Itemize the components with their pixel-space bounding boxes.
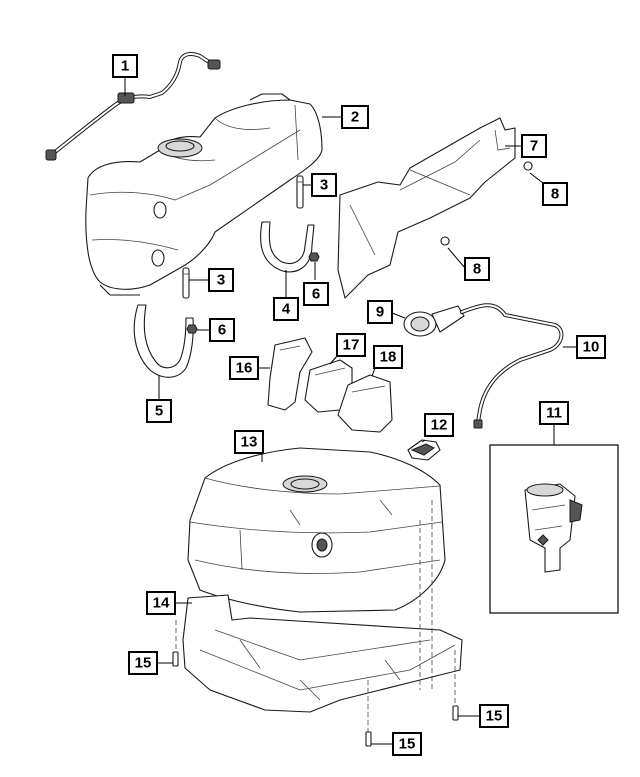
vent-hose (460, 303, 564, 429)
bolt-bottom (365, 731, 372, 747)
guide-lines (175, 500, 456, 735)
callout-5: 5 (146, 399, 172, 423)
clip-upper (523, 161, 533, 171)
leader-lines (124, 77, 577, 745)
svg-text:3: 3 (320, 177, 328, 194)
callout-3-upper: 3 (311, 173, 337, 197)
fuel-pump-module (524, 483, 583, 573)
callout-6-upper: 6 (303, 282, 329, 306)
cap (407, 439, 441, 461)
shield-18 (337, 374, 393, 433)
callout-1: 1 (112, 54, 138, 78)
clip-lower (440, 236, 450, 246)
tank-strap-upper (260, 221, 315, 273)
svg-text:15: 15 (399, 736, 416, 753)
tank-strap-lower (133, 304, 194, 378)
svg-text:12: 12 (431, 417, 448, 434)
svg-text:3: 3 (217, 272, 225, 289)
callout-2: 2 (341, 105, 369, 129)
inset-panel (489, 444, 619, 614)
stud-lower (182, 267, 190, 299)
svg-text:9: 9 (376, 304, 384, 321)
callout-15-right: 15 (479, 704, 509, 728)
stud-upper (296, 175, 304, 209)
wiring-harness (45, 52, 221, 161)
callout-11: 11 (539, 401, 569, 425)
svg-text:5: 5 (155, 403, 163, 420)
svg-text:8: 8 (473, 261, 481, 278)
callout-9: 9 (367, 300, 393, 324)
callout-4: 4 (273, 297, 299, 321)
skid-plate (182, 594, 463, 713)
svg-text:13: 13 (241, 434, 258, 451)
callout-12: 12 (424, 413, 454, 437)
callout-15-bottom: 15 (392, 732, 422, 756)
svg-text:15: 15 (135, 655, 152, 672)
callout-15-left: 15 (128, 651, 158, 675)
bolt-right (452, 705, 459, 721)
nut-lower (186, 324, 198, 334)
svg-text:11: 11 (546, 405, 562, 422)
shield-16 (267, 337, 313, 411)
callout-14: 14 (146, 591, 176, 615)
callout-8-lower: 8 (464, 257, 490, 281)
callout-8-upper: 8 (542, 182, 568, 206)
svg-text:7: 7 (530, 138, 538, 155)
svg-text:6: 6 (218, 322, 226, 339)
callout-3-lower: 3 (208, 268, 234, 292)
bolt-left (172, 651, 179, 667)
svg-text:6: 6 (312, 286, 320, 303)
svg-text:4: 4 (282, 301, 291, 318)
callout-10: 10 (576, 335, 606, 359)
svg-text:14: 14 (153, 595, 170, 612)
filler-neck (403, 305, 465, 337)
callout-6-lower: 6 (209, 318, 235, 342)
callout-13: 13 (234, 430, 264, 454)
callout-7: 7 (521, 134, 547, 158)
svg-text:15: 15 (486, 708, 503, 725)
svg-text:17: 17 (343, 337, 360, 354)
callout-18: 18 (373, 345, 403, 369)
callout-17: 17 (336, 333, 366, 357)
callout-16: 16 (229, 356, 259, 380)
svg-text:16: 16 (236, 360, 253, 377)
fuel-tank-lower (187, 447, 446, 613)
nut-upper (308, 252, 320, 262)
svg-text:18: 18 (380, 349, 397, 366)
fuel-tank-upper (85, 93, 323, 296)
heat-shield (337, 117, 516, 299)
svg-text:1: 1 (121, 58, 129, 75)
svg-text:8: 8 (551, 186, 559, 203)
svg-text:2: 2 (351, 109, 359, 126)
svg-text:10: 10 (583, 339, 600, 356)
